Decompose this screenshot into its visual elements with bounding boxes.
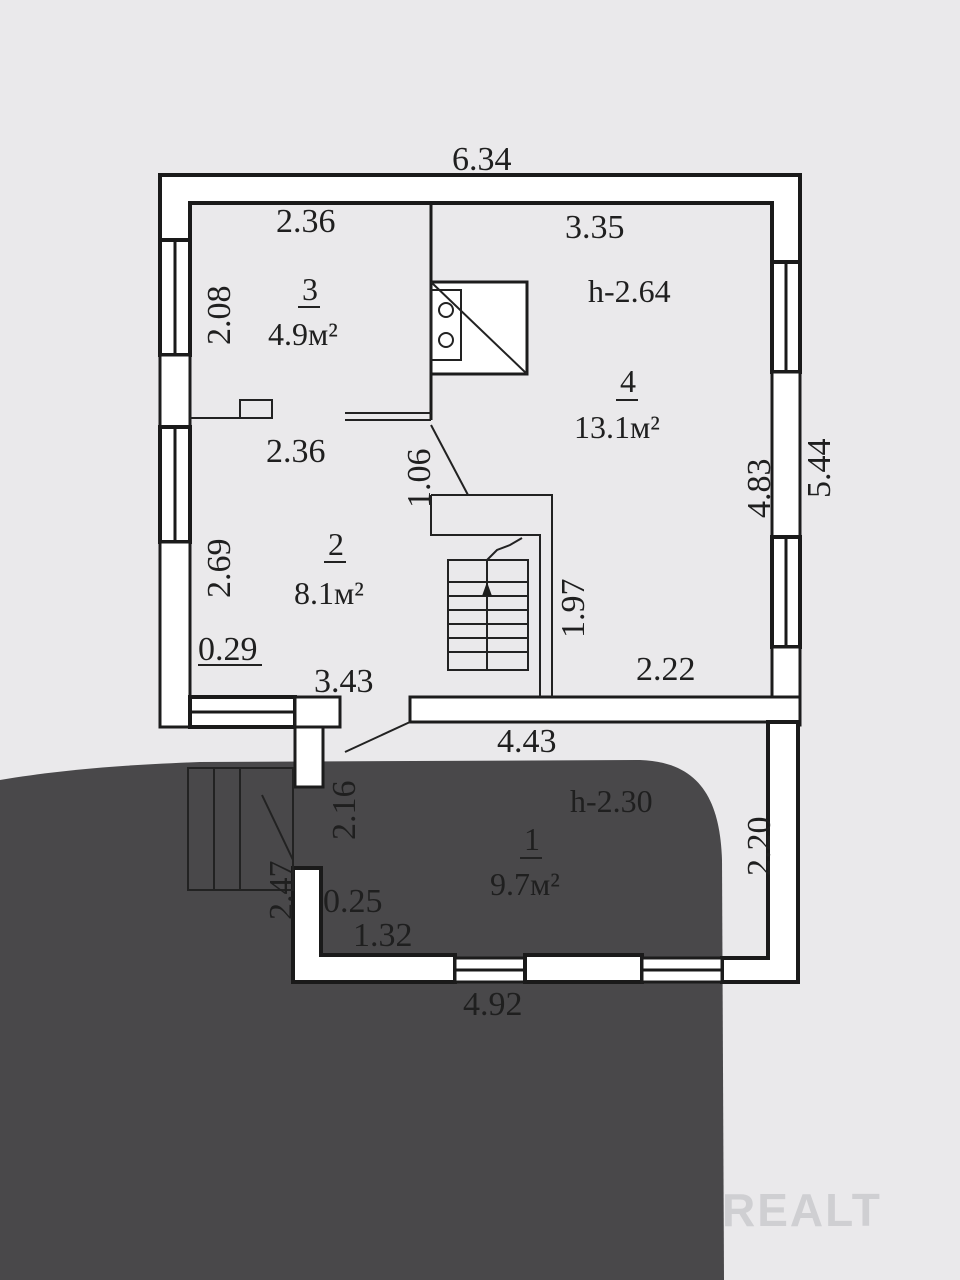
dim-right-total: 5.44 — [801, 439, 838, 499]
room3-area: 4.9м² — [268, 316, 338, 352]
dim-porch-small: 0.25 — [323, 883, 383, 920]
room1-height: h-2.30 — [570, 783, 653, 819]
room4-number: 4 — [620, 363, 636, 399]
dim-lower-inner: 1.32 — [353, 917, 413, 954]
dim-lower-right: 2.20 — [741, 817, 778, 877]
dim-stair-side: 1.97 — [555, 579, 592, 639]
room-labels: 3 4.9м² h-2.64 4 13.1м² 2 8.1м² h-2.30 1… — [268, 271, 671, 902]
dim-left-small: 0.29 — [198, 631, 258, 668]
room4-area: 13.1м² — [574, 409, 660, 445]
room2-number: 2 — [328, 526, 344, 562]
dimension-labels: 6.34 2.36 3.35 2.08 2.36 1.06 5.44 4.83 … — [198, 141, 838, 1023]
stairs-upper — [447, 537, 529, 671]
dim-top-total: 6.34 — [452, 141, 512, 178]
room4-height: h-2.64 — [588, 273, 671, 309]
dim-mid-left: 2.36 — [266, 433, 326, 470]
dim-top-left: 2.36 — [276, 203, 336, 240]
realt-watermark: REALT — [722, 1184, 882, 1236]
room1-area: 9.7м² — [490, 866, 560, 902]
dim-bottom-total: 4.92 — [463, 986, 523, 1023]
upper-walls — [158, 173, 802, 789]
dim-lower-left: 2.47 — [263, 861, 300, 921]
dim-mid-wall: 3.43 — [314, 663, 374, 700]
dim-left-lower: 2.69 — [201, 539, 238, 599]
photo-shadow — [0, 760, 724, 1280]
room3-number: 3 — [302, 271, 318, 307]
dim-stair-gap: 1.06 — [401, 449, 438, 509]
dim-left-upper: 2.08 — [201, 286, 238, 346]
dim-right-mid: 2.22 — [636, 651, 696, 688]
room2-area: 8.1м² — [294, 575, 364, 611]
dim-lower-top: 4.43 — [497, 723, 557, 760]
dim-right-inner: 4.83 — [741, 459, 778, 519]
dim-entry: 2.16 — [326, 781, 363, 841]
lower-walls — [187, 720, 800, 984]
room1-number: 1 — [524, 821, 540, 857]
dim-top-right: 3.35 — [565, 209, 625, 246]
